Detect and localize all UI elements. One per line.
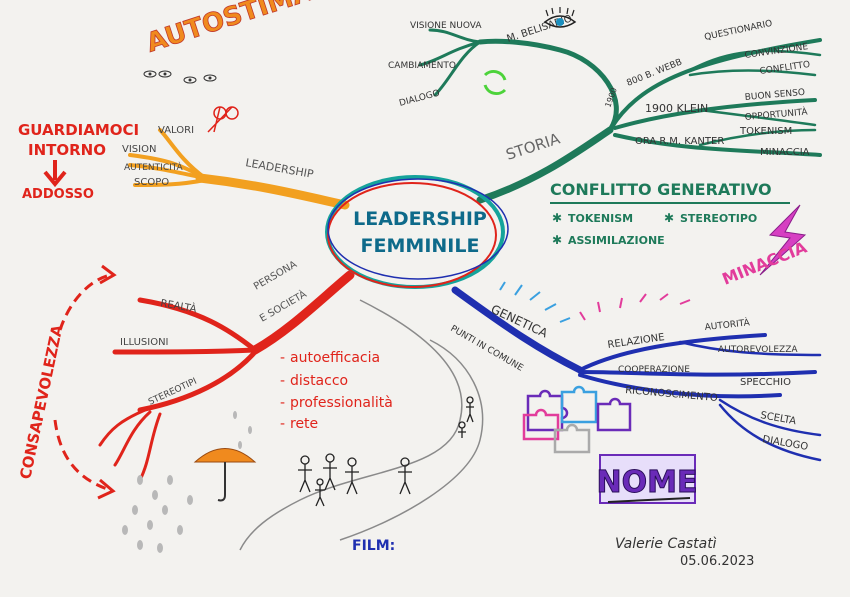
umbrella-icon bbox=[193, 448, 257, 502]
storia-dialogo: DIALOGO bbox=[398, 88, 441, 108]
film-path bbox=[239, 299, 484, 551]
twig-realta: REALTÀ bbox=[159, 296, 197, 315]
storia-belisario: M. BELISARIO bbox=[506, 13, 574, 44]
storia-cambiamento: CAMBIAMENTO bbox=[388, 61, 456, 71]
storia-klein: 1900 KLEIN bbox=[645, 102, 708, 115]
year-800-webb: 800 B. WEBB bbox=[625, 57, 683, 88]
down-arrow-icon bbox=[43, 160, 67, 188]
leaf-scelta: SCELTA bbox=[759, 410, 797, 427]
leaf-autorevolezza: AUTOREVOLEZZA bbox=[718, 345, 798, 355]
list-autoefficacia: autoefficacia bbox=[290, 350, 380, 366]
cycle-icon bbox=[483, 70, 507, 95]
conflitto-assimilazione: ASSIMILAZIONE bbox=[568, 234, 665, 247]
consapevolezza-label: CONSAPEVOLEZZA bbox=[16, 323, 66, 481]
autostima-group: AUTOSTIMA GUARDIAMOCI INTORNO ADDOSSO LE… bbox=[18, 0, 317, 202]
consapevolezza-arrow-up bbox=[58, 273, 111, 331]
sparkle-icon bbox=[579, 293, 691, 321]
asterisk-icon: ✱ bbox=[552, 211, 562, 225]
twig-scopo: SCOPO bbox=[134, 177, 169, 188]
addosso-label: ADDOSSO bbox=[22, 187, 94, 202]
twig-valori: VALORI bbox=[158, 125, 194, 136]
eye-icon bbox=[543, 7, 577, 28]
date-label: 05.06.2023 bbox=[680, 554, 754, 569]
list-rete: rete bbox=[290, 416, 318, 432]
cooperazione-label: COOPERAZIONE bbox=[618, 365, 690, 375]
guardiamoci-line1: GUARDIAMOCI bbox=[18, 121, 139, 139]
signature: Valerie Castatì bbox=[615, 536, 717, 552]
conflitto-group: CONFLITTO GENERATIVO TOKENISM STEREOTIPO… bbox=[550, 180, 810, 289]
nome-underline bbox=[607, 497, 691, 503]
people-icon bbox=[298, 396, 474, 507]
lightning-icon bbox=[759, 204, 807, 276]
dash-icon: - bbox=[280, 395, 285, 411]
persona-label-1: PERSONA bbox=[252, 259, 299, 293]
list-professionalita: professionalità bbox=[290, 395, 393, 411]
dash-icon: - bbox=[280, 416, 285, 432]
riconoscimento-label: RICONOSCIMENTO bbox=[625, 385, 719, 404]
sparkle-icon bbox=[499, 281, 571, 323]
storia-kanter: ORA R.M. KANTER bbox=[635, 136, 724, 147]
asterisk-icon: ✱ bbox=[552, 233, 562, 247]
twig-illusioni: ILLUSIONI bbox=[120, 337, 169, 348]
nome-box bbox=[599, 454, 696, 504]
conflitto-tokenism: TOKENISM bbox=[568, 212, 633, 225]
storia-questionario: QUESTIONARIO bbox=[704, 19, 774, 43]
storia-label: STORIA bbox=[504, 129, 563, 164]
guardiamoci-line2: INTORNO bbox=[28, 141, 106, 159]
leaf-convinzione: CONVINZIONE bbox=[744, 42, 809, 61]
center-node: LEADERSHIP FEMMINILE bbox=[325, 175, 509, 289]
autostima-heading: AUTOSTIMA bbox=[143, 0, 316, 59]
leadership-branch bbox=[128, 128, 350, 210]
puzzle-icon bbox=[522, 385, 632, 454]
center-title-line1: LEADERSHIP bbox=[353, 208, 487, 230]
film-label: FILM: bbox=[352, 538, 395, 554]
minaccia-bolt-label: MINACCIA bbox=[719, 237, 810, 288]
persona-branch bbox=[98, 270, 355, 482]
leaf-specchio: SPECCHIO bbox=[740, 377, 791, 388]
genetica-group: GENETICA PUNTI IN COMUNE RELAZIONE COOPE… bbox=[449, 281, 809, 504]
storia-branch bbox=[418, 28, 822, 204]
consapevolezza-arrow-down bbox=[53, 419, 111, 492]
leadership-branch-label: LEADERSHIP bbox=[244, 156, 314, 181]
leaf-autorita: AUTORITÀ bbox=[704, 316, 751, 333]
dash-icon: - bbox=[280, 373, 285, 389]
eyes-icon bbox=[143, 70, 217, 84]
dash-icon: - bbox=[280, 350, 285, 366]
scissors-icon bbox=[207, 106, 239, 133]
arrow-head-icon bbox=[99, 264, 117, 285]
twig-vision: VISION bbox=[122, 144, 156, 155]
conflitto-stereotipo: STEREOTIPO bbox=[680, 212, 757, 225]
rain-icon bbox=[122, 411, 252, 553]
storia-visione-nuova: VISIONE NUOVA bbox=[410, 21, 482, 31]
center-title-line2: FEMMINILE bbox=[361, 235, 480, 257]
twig-autenticita: AUTENTICITÀ bbox=[124, 161, 184, 173]
leaf-minaccia: MINACCIA bbox=[760, 147, 810, 158]
asterisk-icon: ✱ bbox=[664, 211, 674, 225]
genetica-branch bbox=[451, 286, 822, 462]
arrow-head-icon bbox=[97, 478, 116, 500]
storia-tokenism: TOKENISM bbox=[739, 126, 792, 137]
nome-label: NOME bbox=[597, 465, 698, 500]
list-distacco: distacco bbox=[290, 373, 348, 389]
conflitto-title: CONFLITTO GENERATIVO bbox=[550, 180, 772, 199]
